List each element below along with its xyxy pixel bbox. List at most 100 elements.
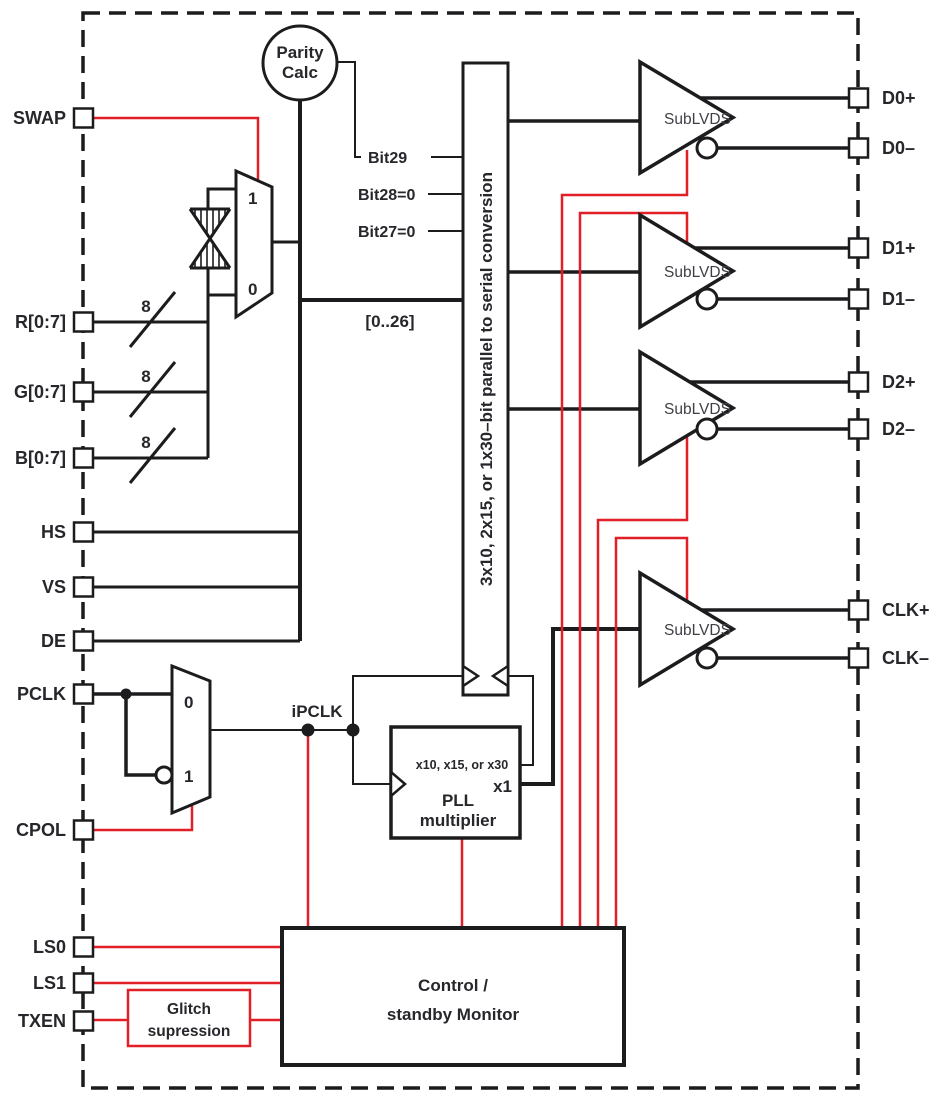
- wire-enable-d1: [578, 211, 689, 928]
- label-bit28: Bit28=0: [358, 187, 415, 204]
- label-clkp: CLK+: [882, 600, 930, 620]
- wire-bus-to-mux1: [206, 187, 236, 458]
- wire-ipclk-to-pll: [352, 730, 391, 785]
- pad-pclk: [72, 683, 95, 705]
- label-d1p: D1+: [882, 238, 916, 258]
- pad-swap: [72, 107, 95, 129]
- wire-parity-bit29: [336, 61, 361, 158]
- wire-swap-select: [93, 116, 260, 182]
- red-wires: [93, 116, 689, 1022]
- pad-ls1: [72, 972, 95, 994]
- label-bit29: Bit29: [368, 150, 407, 167]
- label-ls0: LS0: [33, 937, 66, 957]
- parity-calc-block: [261, 24, 339, 102]
- sublvds-label-d0: SubLVDS: [664, 111, 731, 128]
- slash-b: [128, 427, 177, 484]
- label-de: DE: [41, 631, 66, 651]
- control-label-1: Control /: [418, 976, 488, 995]
- glitch-label-2: supression: [148, 1023, 231, 1040]
- label-vs: VS: [42, 577, 66, 597]
- label-clkm: CLK–: [882, 648, 929, 668]
- sublvds-label-d1: SubLVDS: [664, 264, 731, 281]
- pad-ls0: [72, 936, 95, 958]
- pll-multiplier-block: [389, 725, 522, 840]
- control-label-2: standby Monitor: [387, 1005, 520, 1024]
- pll-x1-label: x1: [493, 777, 512, 796]
- junction-dot-ipclk-2: [346, 723, 360, 737]
- label-pclk: PCLK: [17, 684, 66, 704]
- glitch-supression-block: [126, 988, 252, 1048]
- pll-label-1: PLL: [442, 791, 474, 810]
- pad-r: [72, 311, 95, 333]
- control-standby-block: [280, 926, 626, 1067]
- label-cpol: CPOL: [16, 820, 66, 840]
- wire-pll-feedback: [508, 675, 534, 766]
- label-bit27: Bit27=0: [358, 224, 415, 241]
- pad-d0m: [847, 137, 870, 159]
- label-width-r: 8: [141, 297, 150, 316]
- crossover-symbol: [188, 207, 232, 270]
- serializer-clock-chevron-right: [490, 663, 510, 689]
- pclk-mux-input0-label: 0: [184, 693, 193, 712]
- label-d1m: D1–: [882, 289, 915, 309]
- pad-vs: [72, 576, 95, 598]
- label-width-g: 8: [141, 367, 150, 386]
- pad-d2p: [847, 371, 870, 393]
- pad-d1p: [847, 237, 870, 259]
- swap-mux: [234, 168, 274, 320]
- pad-d2m: [847, 418, 870, 440]
- wire-cpol-select: [93, 806, 194, 832]
- pclk-mux-input1-label: 1: [184, 767, 193, 786]
- pll-label-2: multiplier: [420, 811, 497, 830]
- slash-g: [128, 361, 177, 418]
- pad-d0p: [847, 87, 870, 109]
- pad-clkm: [847, 647, 870, 669]
- swap-mux-input0-label: 0: [248, 280, 257, 299]
- label-d0m: D0–: [882, 138, 915, 158]
- sublvds-driver-d1: [638, 211, 737, 331]
- sublvds-label-d2: SubLVDS: [664, 401, 731, 418]
- label-ls1: LS1: [33, 973, 66, 993]
- label-d0p: D0+: [882, 88, 916, 108]
- wire-pll-x1-clk: [520, 627, 640, 786]
- pad-cpol: [72, 819, 95, 841]
- sublvds-driver-clk: [638, 569, 737, 689]
- label-hs: HS: [41, 522, 66, 542]
- inversion-bubble-d0: [695, 136, 719, 160]
- pclk-mux: [170, 663, 212, 816]
- label-ipclk: iPCLK: [292, 702, 344, 721]
- label-b07: B[0:7]: [15, 448, 66, 468]
- sublvds-label-clk: SubLVDS: [664, 622, 731, 639]
- wire-pclk-inverted: [124, 694, 156, 777]
- serializer-clock-chevron-left: [461, 663, 481, 689]
- pclk-inverter-bubble: [154, 765, 174, 785]
- inversion-bubble-d1: [695, 287, 719, 311]
- glitch-label-1: Glitch: [167, 1001, 211, 1018]
- label-g07: G[0:7]: [14, 382, 66, 402]
- inversion-bubble-d2: [695, 417, 719, 441]
- sublvds-driver-d0: [638, 58, 737, 177]
- chip-boundary: [81, 11, 860, 1090]
- right-port-pads: [847, 87, 870, 669]
- parity-label-2: Calc: [282, 63, 318, 82]
- sublvds-driver-d2: [638, 348, 737, 468]
- label-width-b: 8: [141, 433, 150, 452]
- pad-de: [72, 630, 95, 652]
- sublvds-drivers: SubLVDS SubLVDS SubLVDS SubLVDS: [638, 58, 737, 689]
- inversion-bubble-clk: [695, 646, 719, 670]
- slash-r: [128, 291, 177, 348]
- left-port-pads: [72, 107, 95, 1032]
- right-port-labels: D0+ D0– D1+ D1– D2+ D2– CLK+ CLK–: [882, 88, 930, 668]
- pll-range-label: x10, x15, or x30: [416, 758, 508, 772]
- junction-dot-pclk: [120, 688, 132, 700]
- pll-clock-chevron: [389, 769, 407, 799]
- parity-label-1: Parity: [276, 43, 324, 62]
- wire-enable-d0: [560, 150, 689, 928]
- label-d2p: D2+: [882, 372, 916, 392]
- serializer-label: 3x10, 2x15, or 1x30–bit parallel to seri…: [477, 172, 496, 586]
- label-swap: SWAP: [13, 108, 66, 128]
- label-r07: R[0:7]: [15, 312, 66, 332]
- pad-clkp: [847, 599, 870, 621]
- label-d2m: D2–: [882, 419, 915, 439]
